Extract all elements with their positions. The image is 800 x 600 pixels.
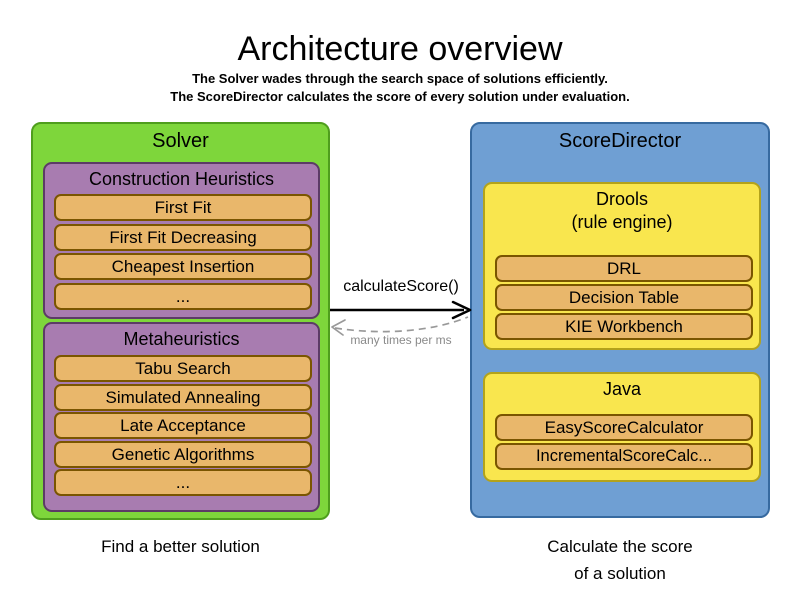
java-title: Java (602, 379, 642, 399)
many-times-label: many times per ms (350, 333, 452, 347)
item-kie-workbench: KIE Workbench (495, 313, 753, 340)
item-simulated-annealing: Simulated Annealing (54, 384, 312, 411)
construction-heuristics-group: Construction Heuristics First Fit First … (43, 162, 320, 319)
item-incremental-score-calc: IncrementalScoreCalc... (495, 443, 753, 470)
item-first-fit-decreasing: First Fit Decreasing (54, 224, 312, 251)
subtitle-line-2: The ScoreDirector calculates the score o… (170, 89, 630, 104)
item-drl: DRL (495, 255, 753, 282)
score-director-box-title: ScoreDirector (558, 130, 682, 152)
solver-box-title: Solver (152, 130, 209, 152)
subtitle-line-1: The Solver wades through the search spac… (192, 71, 608, 86)
item-easy-score-calculator: EasyScoreCalculator (495, 414, 753, 441)
java-group: Java EasyScoreCalculator IncrementalScor… (483, 372, 761, 482)
calculate-score-label: calculateScore() (343, 278, 459, 295)
metaheuristics-group: Metaheuristics Tabu Search Simulated Ann… (43, 322, 320, 512)
drools-subtitle: (rule engine) (571, 212, 673, 232)
score-director-box: ScoreDirector Drools (rule engine) DRL D… (470, 122, 770, 518)
item-tabu-search: Tabu Search (54, 355, 312, 382)
item-construction-ellipsis: ... (54, 283, 312, 310)
page-title: Architecture overview (237, 30, 563, 68)
calculate-score-arrow (330, 300, 472, 336)
item-metaheuristics-ellipsis: ... (54, 469, 312, 496)
item-cheapest-insertion: Cheapest Insertion (54, 253, 312, 280)
drools-group: Drools (rule engine) DRL Decision Table … (483, 182, 761, 350)
score-director-caption: Calculate the score of a solution (470, 533, 770, 587)
item-late-acceptance: Late Acceptance (54, 412, 312, 439)
drools-title: Drools (595, 189, 648, 209)
item-decision-table: Decision Table (495, 284, 753, 311)
item-first-fit: First Fit (54, 194, 312, 221)
solver-caption: Find a better solution (101, 537, 260, 556)
metaheuristics-title: Metaheuristics (123, 329, 240, 349)
construction-heuristics-title: Construction Heuristics (88, 169, 275, 189)
solver-box: Solver Construction Heuristics First Fit… (31, 122, 330, 520)
score-director-caption-line1: Calculate the score (547, 537, 693, 556)
score-director-caption-line2: of a solution (574, 564, 666, 583)
item-genetic-algorithms: Genetic Algorithms (54, 441, 312, 468)
